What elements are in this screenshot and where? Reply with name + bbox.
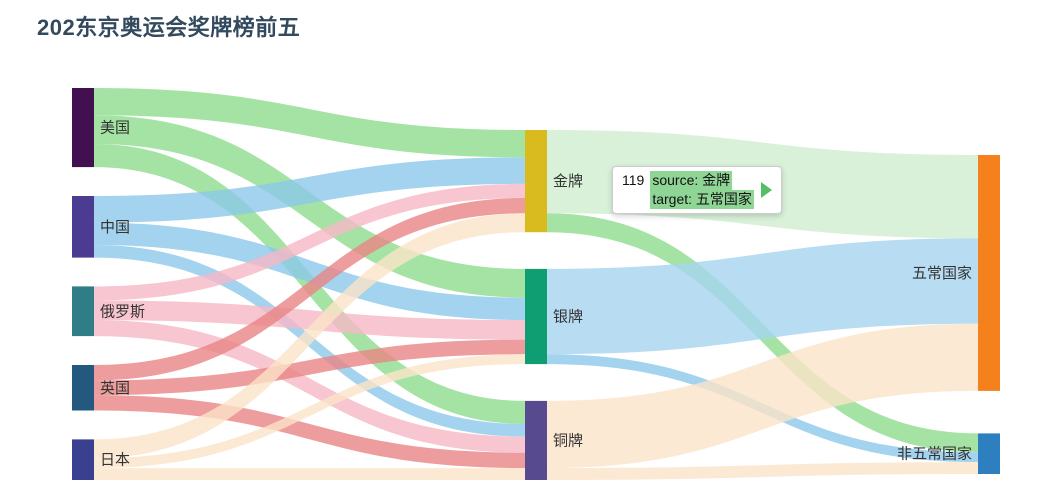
link-日本-铜牌[interactable] [94,468,525,480]
node-label-非五常国家: 非五常国家 [897,446,972,463]
node-五常国家[interactable] [978,155,1000,391]
link-美国-金牌[interactable] [94,88,525,158]
link-英国-金牌[interactable] [94,197,525,381]
node-铜牌[interactable] [525,400,547,480]
node-银牌[interactable] [525,268,547,365]
node-label-银牌: 银牌 [553,309,583,326]
link-英国-铜牌[interactable] [94,395,525,469]
node-label-日本: 日本 [100,452,130,469]
link-俄罗斯-银牌[interactable] [94,300,525,340]
link-中国-银牌[interactable] [94,222,525,320]
link-日本-银牌[interactable] [94,354,525,469]
node-label-美国: 美国 [100,120,130,137]
chart-title: 202东京奥运会奖牌榜前五 [37,15,301,40]
node-label-五常国家: 五常国家 [912,265,972,282]
node-中国[interactable] [72,196,94,258]
link-日本-金牌[interactable] [94,213,525,459]
tooltip-value: 119 [622,172,645,188]
tooltip-source-line: source: 金牌 [650,171,733,190]
node-label-铜牌: 铜牌 [553,432,583,449]
selection-handle-icon [760,182,772,198]
link-银牌-五常国家[interactable] [547,238,978,355]
node-label-金牌: 金牌 [553,173,583,190]
node-美国[interactable] [72,88,94,168]
link-英国-银牌[interactable] [94,339,525,396]
node-俄罗斯[interactable] [72,286,94,337]
node-金牌[interactable] [525,130,547,233]
node-非五常国家[interactable] [978,433,1000,474]
link-美国-银牌[interactable] [94,115,525,298]
link-中国-金牌[interactable] [94,157,525,223]
node-日本[interactable] [72,439,94,480]
tooltip-target-line: target: 五常国家 [650,190,754,209]
tooltip: 119 source: 金牌 target: 五常国家 [612,166,782,214]
tooltip-selected-text: source: 金牌 target: 五常国家 [650,171,754,209]
link-铜牌-五常国家[interactable] [547,323,978,469]
node-label-英国: 英国 [100,379,130,397]
link-俄罗斯-铜牌[interactable] [94,320,525,453]
node-label-俄罗斯: 俄罗斯 [100,303,145,320]
node-label-中国: 中国 [100,219,130,236]
link-俄罗斯-金牌[interactable] [94,183,525,301]
node-英国[interactable] [72,365,94,411]
link-铜牌-非五常国家[interactable] [547,462,978,480]
